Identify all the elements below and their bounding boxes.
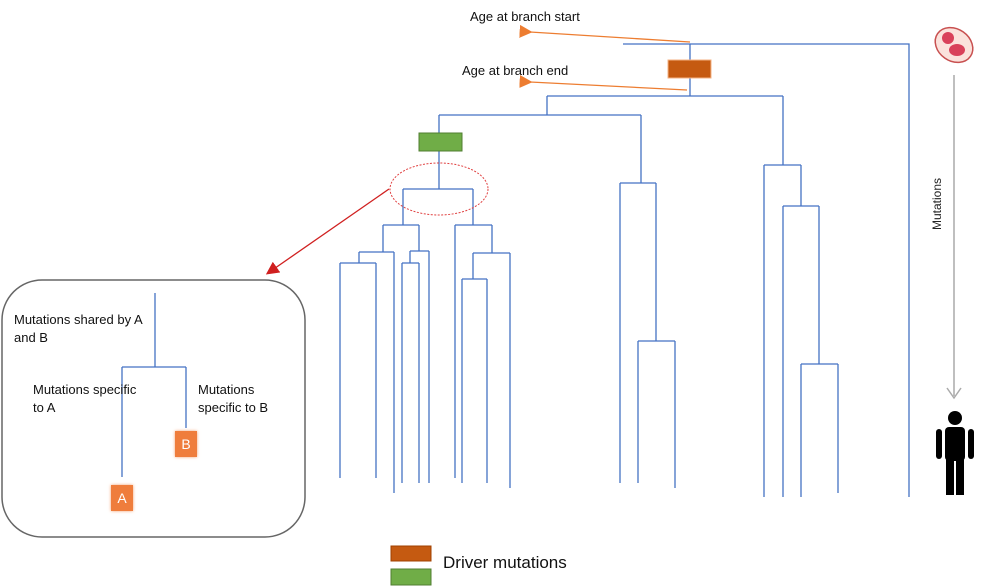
mutations-axis-label: Mutations <box>930 177 944 230</box>
zoom-arrow <box>265 188 390 275</box>
inset-tree <box>121 293 187 477</box>
leaf-b: B <box>175 431 197 457</box>
driver-mutation-orange <box>667 59 712 79</box>
person-icon <box>936 411 974 495</box>
legend-swatch-orange <box>390 545 432 562</box>
fetus-icon <box>934 26 974 64</box>
inset-box <box>1 279 306 538</box>
tree-lines <box>339 43 910 497</box>
shared-mutations-label: Mutations shared by A and B <box>14 312 142 345</box>
tree-branches <box>339 43 910 497</box>
legend-swatch-green <box>390 568 432 586</box>
legend-label: Driver mutations <box>443 553 567 572</box>
highlight-ellipse <box>389 162 489 216</box>
driver-mutation-green <box>418 132 463 152</box>
leaf-a: A <box>111 485 133 511</box>
branch-start-arrow <box>519 24 691 43</box>
branch-end-arrow <box>519 74 688 91</box>
specific-a-label: Mutations specific to A <box>33 382 137 415</box>
branch-start-label: Age at branch start <box>470 9 580 24</box>
branch-end-label: Age at branch end <box>462 63 569 78</box>
specific-b-label: Mutations specific to B <box>198 382 269 415</box>
